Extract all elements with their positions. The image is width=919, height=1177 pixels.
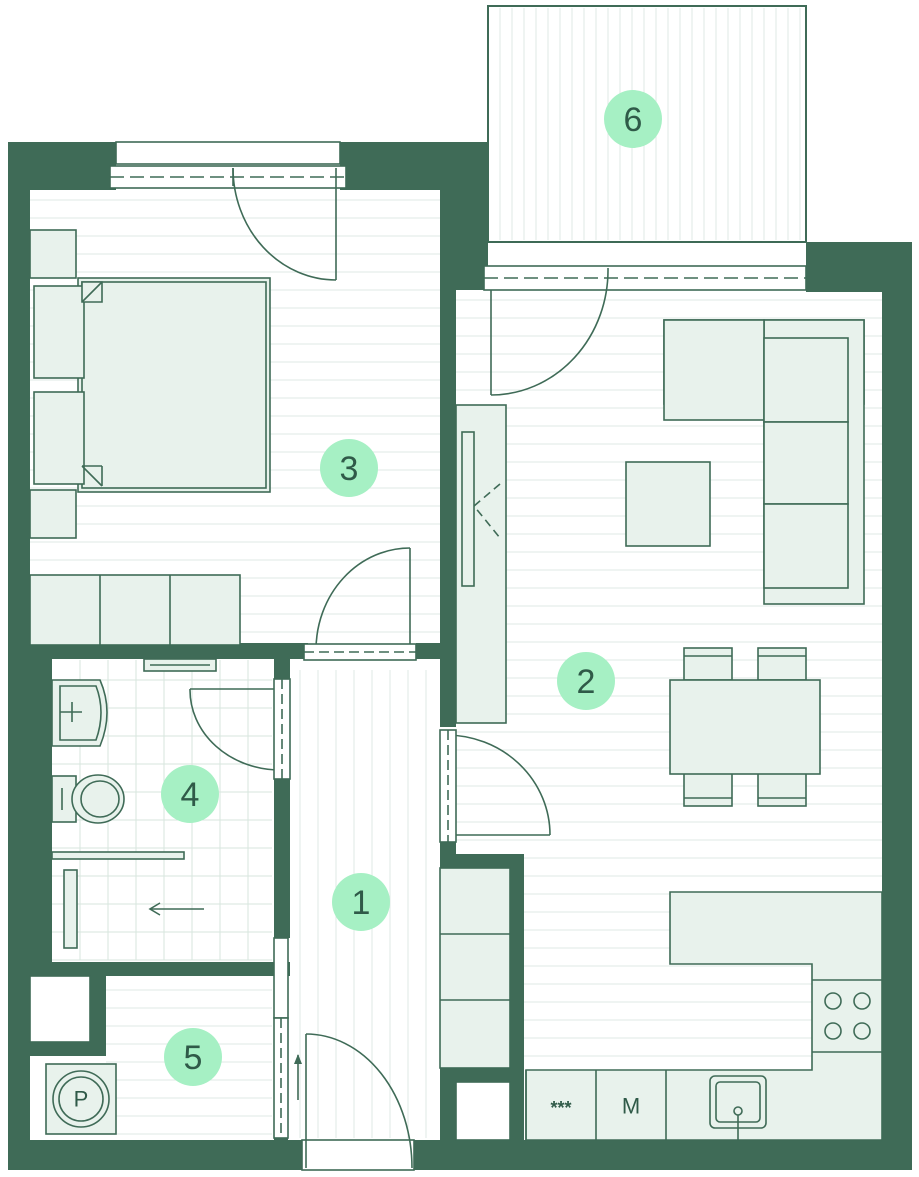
bed: [29, 229, 271, 539]
towel-rail: [143, 658, 217, 672]
tv-unit: [455, 404, 507, 724]
fridge-label: ***: [550, 1098, 571, 1118]
svg-text:3: 3: [340, 450, 359, 488]
washer-label: P: [74, 1087, 89, 1112]
toilet-icon: [51, 774, 125, 824]
coffee-table: [625, 461, 711, 547]
room-badge-3: 3: [320, 439, 378, 497]
room-badge-5: 5: [164, 1028, 222, 1086]
window-living: [483, 265, 807, 291]
washbasin-icon: [51, 679, 108, 747]
svg-text:6: 6: [624, 101, 643, 139]
storage-boxes: [29, 975, 91, 1043]
doors: [189, 167, 609, 1169]
shower-area: [51, 851, 204, 949]
entrance-door-frame: [301, 1139, 415, 1171]
washing-machine: P: [45, 1063, 117, 1135]
walls: [8, 142, 912, 1170]
room-badge-1: 1: [332, 873, 390, 931]
kitchen-counter: [525, 891, 883, 1141]
svg-text:1: 1: [352, 884, 371, 922]
svg-text:5: 5: [184, 1039, 203, 1077]
wardrobe-hall: [439, 867, 511, 1141]
room-badge-2: 2: [557, 652, 615, 710]
wardrobe-bedroom: [29, 574, 241, 646]
window-bedroom: [109, 141, 347, 189]
microwave-label: M: [622, 1094, 640, 1119]
svg-text:2: 2: [577, 663, 596, 701]
kitchen-sink-icon: [709, 1075, 767, 1140]
room-badge-6: 6: [604, 90, 662, 148]
sofa: [663, 319, 865, 605]
room-badge-4: 4: [161, 765, 219, 823]
floor-pattern-storage: [106, 989, 272, 1135]
dining-set: [669, 647, 821, 807]
stove-icon: [824, 992, 871, 1040]
svg-text:4: 4: [181, 776, 200, 814]
